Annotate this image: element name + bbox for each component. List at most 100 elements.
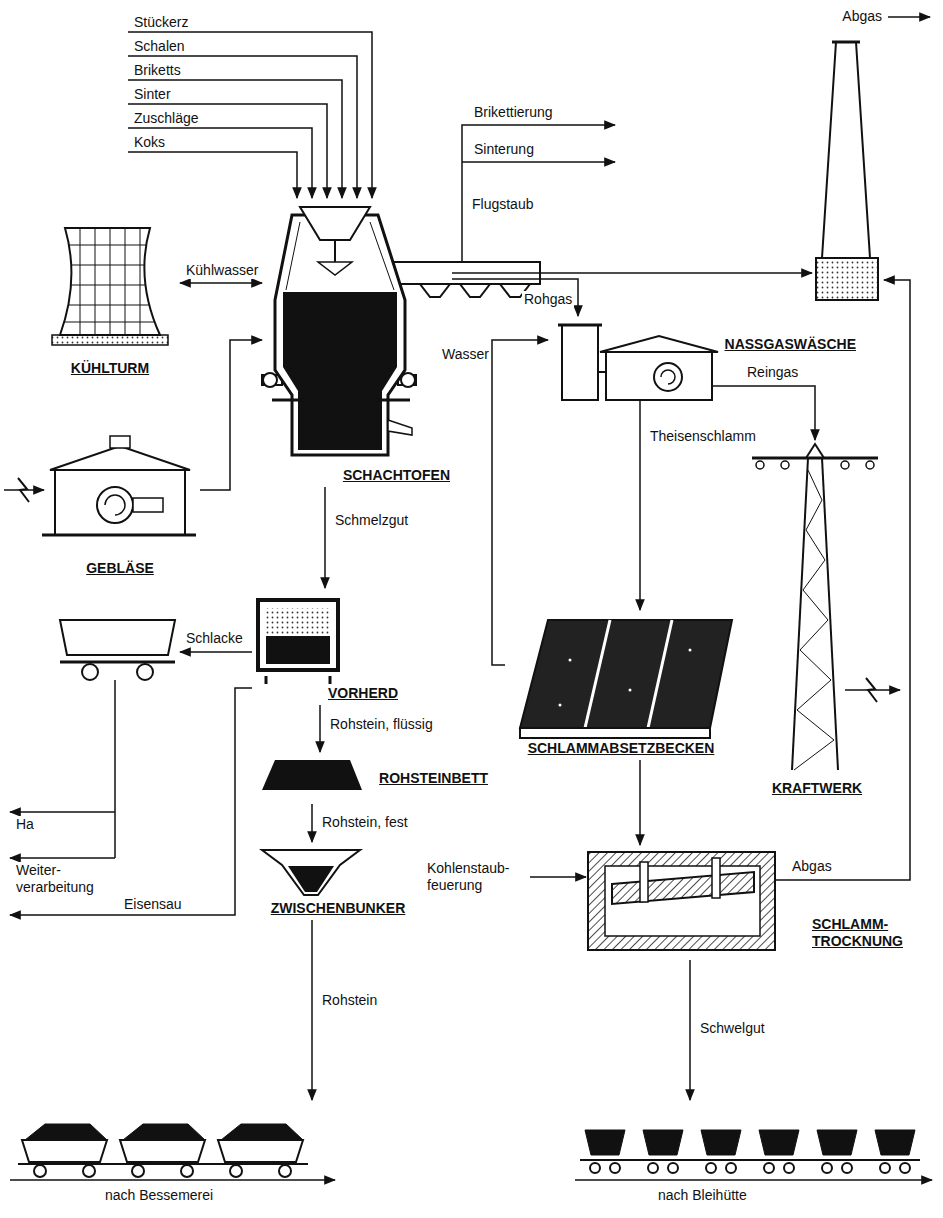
power-pylon-part xyxy=(841,461,849,469)
cooling-tower-grid-part xyxy=(50,322,170,323)
flow-note: Koks xyxy=(132,134,167,151)
power-pylon-part xyxy=(756,461,764,469)
flow-label: Schmelzgut xyxy=(333,512,410,529)
settling-basin-part xyxy=(559,704,562,707)
lead-train-part xyxy=(726,1163,736,1173)
node-label: SCHLAMM- TROCKNUNG xyxy=(812,916,930,950)
cooling-tower-part xyxy=(52,335,168,345)
charge-lines-part xyxy=(128,32,372,198)
node-label: KRAFTWERK xyxy=(772,780,862,797)
flow-note: Schlacke xyxy=(184,630,245,647)
flow-label: Abgas xyxy=(790,858,834,875)
slag-and-iron-lines-part xyxy=(114,680,116,858)
slag-and-iron-lines-part xyxy=(10,811,115,813)
charge-lines-part xyxy=(128,104,327,198)
power-pylon-part xyxy=(752,457,878,460)
cooling-tower-grid-part xyxy=(80,228,81,335)
shaft-furnace-part xyxy=(388,420,412,435)
blower-house xyxy=(4,436,196,535)
shaft-furnace-part xyxy=(370,222,394,290)
ore-train-part xyxy=(230,1165,242,1177)
matte-bed-part xyxy=(262,760,362,790)
shaft-furnace-part xyxy=(275,215,405,455)
flow-label: Rohstein, fest xyxy=(320,814,410,831)
train-node: nach Bessemerei xyxy=(10,1100,340,1208)
matte-bed-node: ROHSTEINBETT xyxy=(250,752,490,804)
gas-duct-part xyxy=(460,284,490,297)
lead-train-part xyxy=(759,1130,799,1155)
cooling-tower-grid-part xyxy=(140,228,141,335)
flow-arrow xyxy=(319,705,321,752)
scrubber-node: NASSGASWÄSCHE xyxy=(548,316,860,400)
blower-house-part xyxy=(50,446,190,470)
ore-train-part xyxy=(181,1165,193,1177)
settling-basin-part xyxy=(689,649,692,652)
blower-house-part xyxy=(55,470,185,535)
power-pylon-part xyxy=(822,458,838,770)
gas-scrubber-part xyxy=(558,324,602,327)
flow-arrow xyxy=(689,960,691,1100)
flow-note: Sinterung xyxy=(472,141,536,158)
flue-dust-lines-part xyxy=(462,125,615,262)
flow-arrow xyxy=(324,487,326,588)
slag-car-part xyxy=(82,664,98,680)
sludge-dryer-part xyxy=(640,862,648,902)
lead-train-part xyxy=(842,1163,852,1173)
gas-scrubber-part xyxy=(661,370,675,384)
settling-basin-part xyxy=(629,689,632,692)
gas-duct-part xyxy=(420,284,450,297)
flow-note: Briketts xyxy=(132,62,183,79)
lead-train-part xyxy=(668,1163,678,1173)
cooling-tower-grid-part xyxy=(110,228,111,335)
sludge-dryer-part xyxy=(612,872,754,904)
flow-note: Stückerz xyxy=(132,14,190,31)
gas-scrubber-part xyxy=(598,371,606,373)
ore-train-part xyxy=(132,1165,144,1177)
flow-note: Zuschläge xyxy=(132,110,201,127)
slag-and-iron-lines-part xyxy=(180,651,252,653)
lead-train-part xyxy=(822,1163,832,1173)
node-label: KÜHLTURM xyxy=(71,360,149,377)
lead-train-part xyxy=(580,1159,920,1161)
train-node: nach Bleihütte xyxy=(570,1100,935,1208)
sludge-dryer-part xyxy=(588,852,775,950)
shaft-furnace-part xyxy=(300,207,370,240)
flue-dust-lines-part xyxy=(462,161,615,163)
furnace-node: SCHACHTOFEN xyxy=(262,205,452,487)
cooling-tower-grid-part xyxy=(50,285,170,286)
shaft-furnace xyxy=(262,207,416,455)
shaft-furnace-part xyxy=(283,292,397,450)
ore-train-part xyxy=(221,1124,303,1140)
ore-train-part xyxy=(279,1165,291,1177)
ore-train-part xyxy=(123,1124,205,1140)
chimney-part xyxy=(816,258,878,300)
blower-house-part xyxy=(42,534,196,537)
ore-train-part xyxy=(25,1124,107,1140)
dryer-node: SCHLAMM- TROCKNUNG xyxy=(580,845,935,960)
settling-basin-part xyxy=(648,620,672,728)
node-label: GEBLÄSE xyxy=(86,560,154,577)
shaft-furnace-part xyxy=(334,240,336,262)
cooling-tower xyxy=(50,228,170,345)
flow-arrow xyxy=(200,340,262,490)
intermediate-bunker-part xyxy=(262,850,360,895)
chimney-part xyxy=(888,16,930,18)
power-pylon-part xyxy=(866,678,877,702)
flow-arrow xyxy=(492,340,548,665)
lead-train-part xyxy=(764,1163,774,1173)
charge-lines xyxy=(128,32,372,198)
flow-arrow xyxy=(180,282,262,284)
slag-car-part xyxy=(137,664,153,680)
charge-lines-part xyxy=(128,128,312,198)
blower-house-part xyxy=(133,498,163,512)
flow-note: Weiter- verarbeitung xyxy=(14,862,118,896)
blower-house-part xyxy=(110,436,130,448)
flow-label: Rohstein, flüssig xyxy=(328,716,435,733)
forehearth-part xyxy=(266,636,330,664)
flow-label: Schwelgut xyxy=(698,1020,767,1037)
flow-label: Rohstein xyxy=(320,992,379,1009)
node-label: NASSGASWÄSCHE xyxy=(725,336,856,353)
gas-scrubber-part xyxy=(562,325,598,400)
